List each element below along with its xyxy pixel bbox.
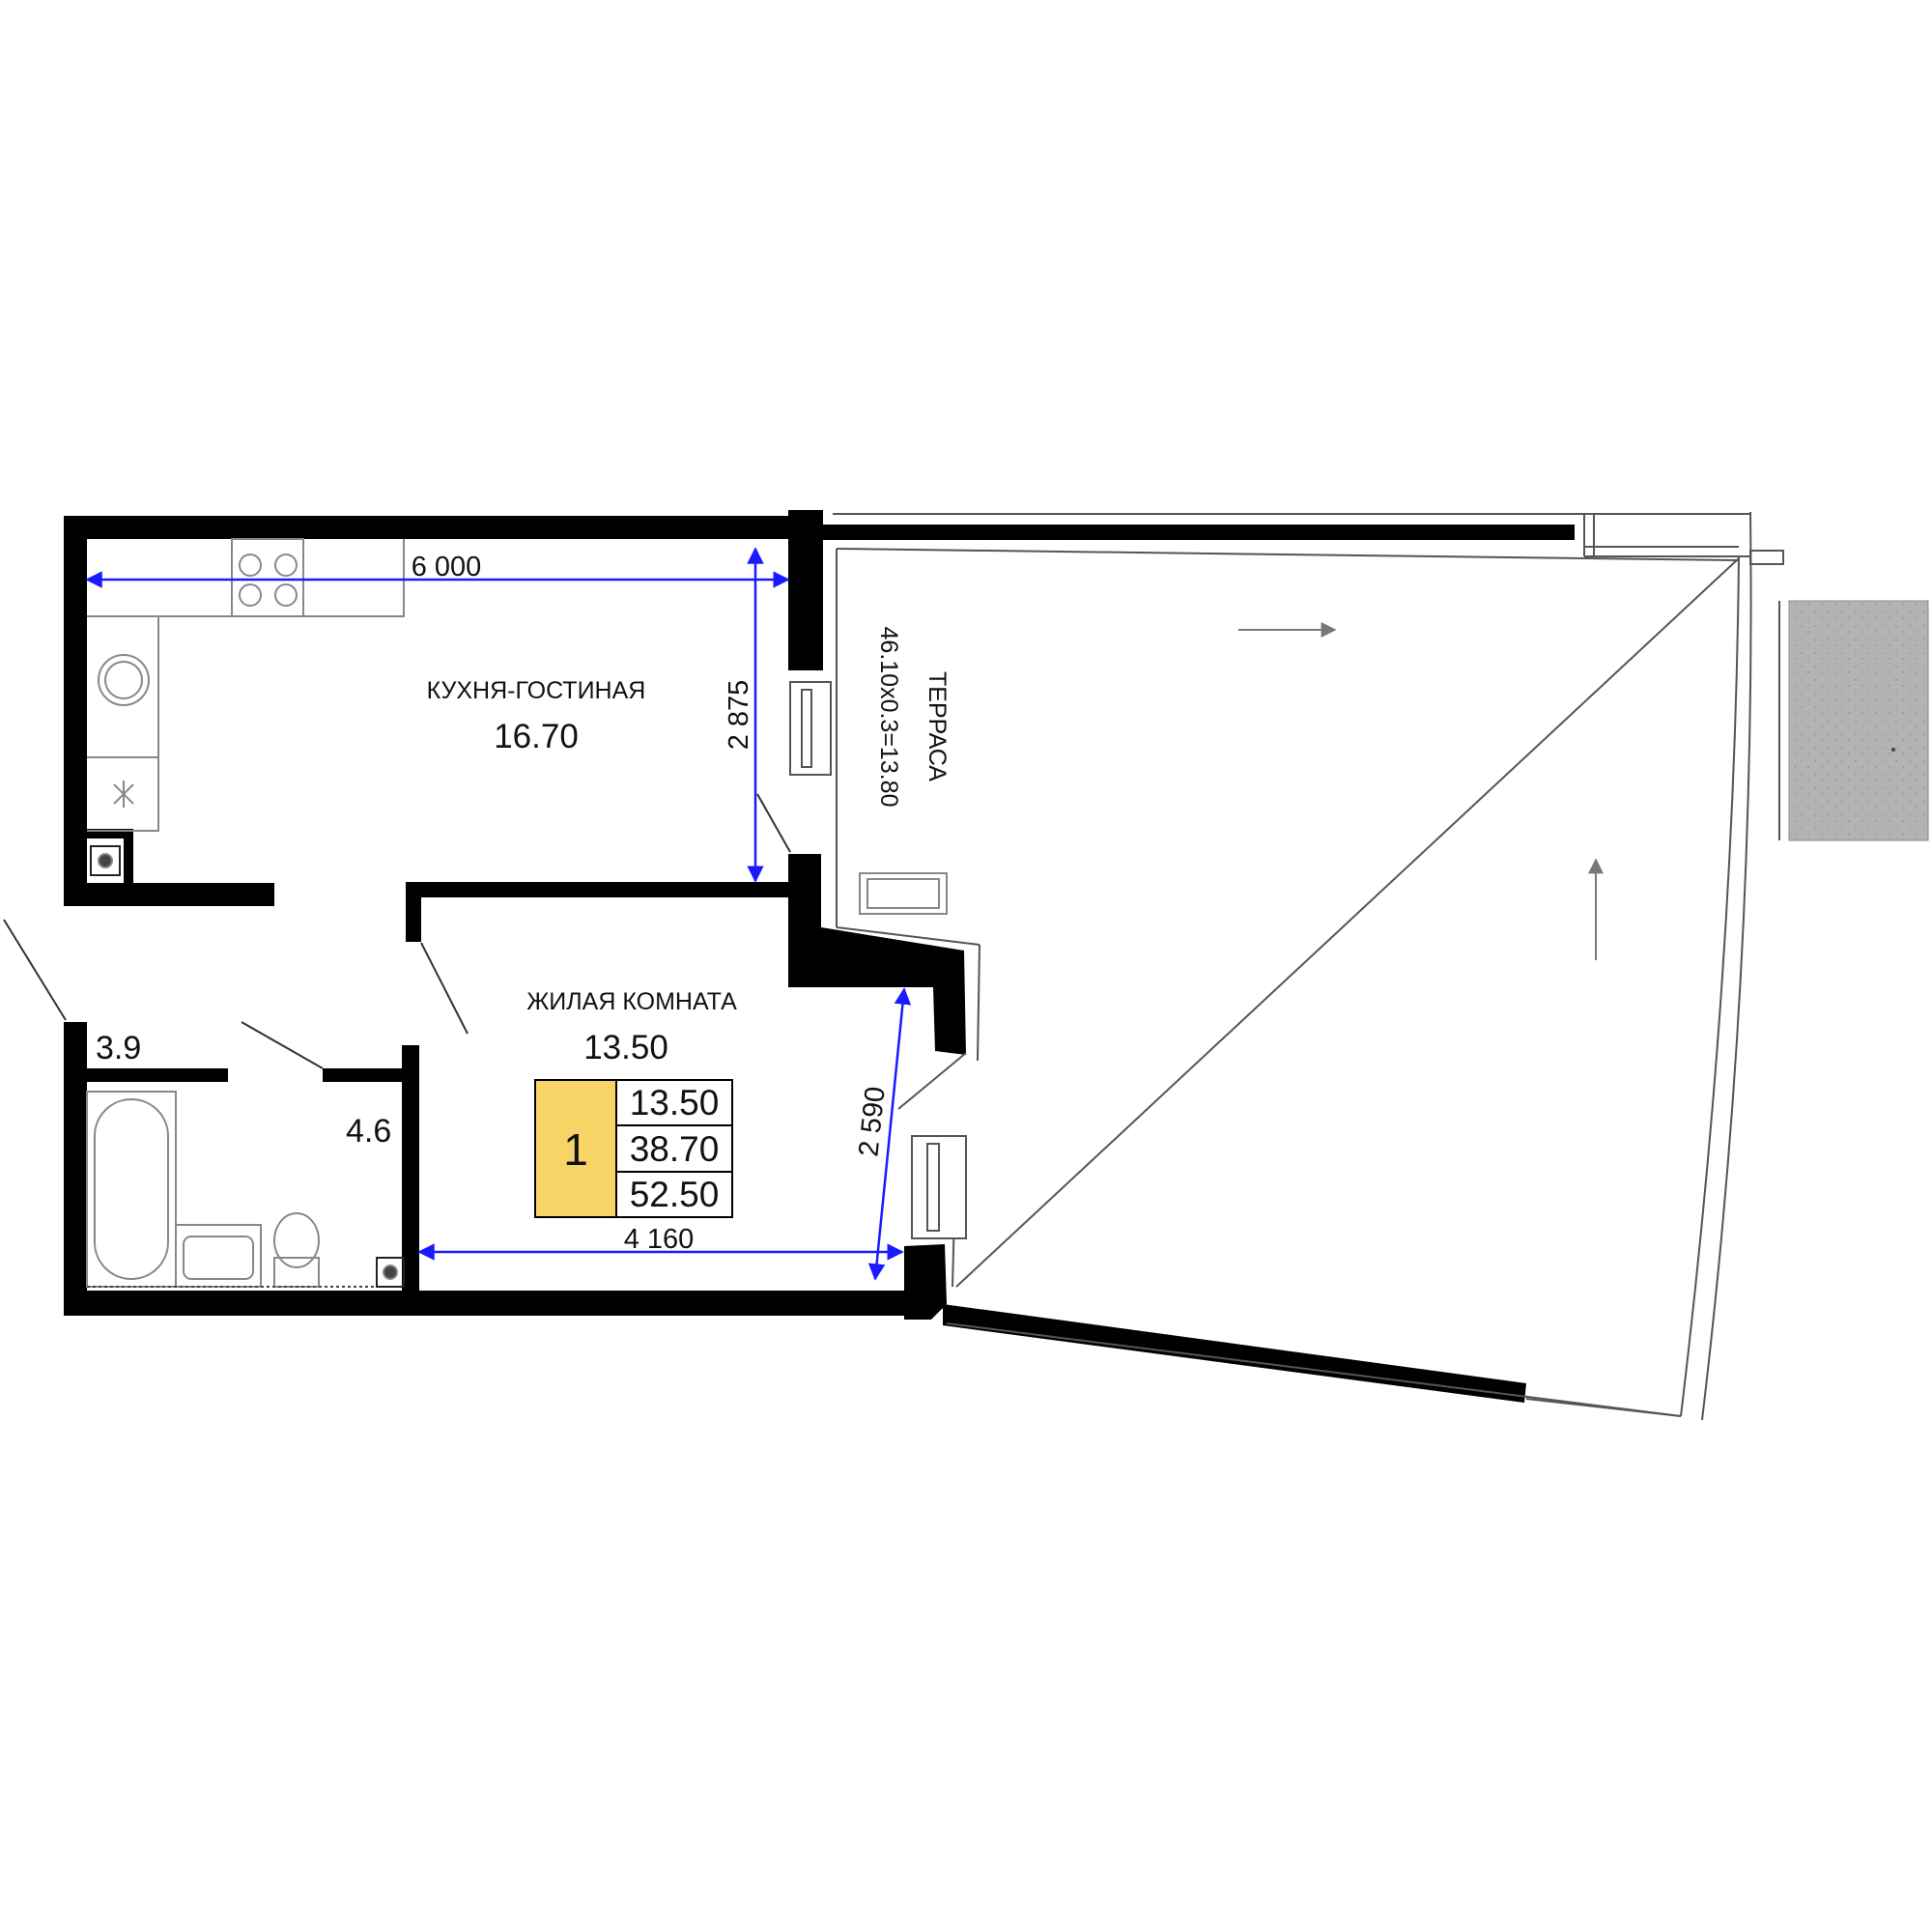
wall-bath-top-left [64,1068,228,1082]
room-area-bathroom: 4.6 [346,1113,391,1150]
windows [789,681,967,1239]
wall-kitchen-bottom [64,883,274,906]
dim-room-depth: 2 590 [853,1085,891,1158]
wall-column-bottom [904,1244,947,1320]
wall-bottom [64,1291,914,1316]
wall-kitchen-top [64,516,822,539]
vent-icon-bath [376,1257,405,1288]
wall-bath-top-right [323,1068,415,1082]
area-legend: 1 13.50 38.70 52.50 [534,1079,733,1218]
dim-kitchen-width: 6 000 [412,552,482,582]
dim-kitchen-depth: 2 875 [724,680,754,751]
washbasin-icon [175,1224,262,1288]
door-swing-kitchen [756,793,791,853]
wall-kitchen-left [64,516,87,906]
wall-kitchen-room [406,882,792,897]
wall-terrace-bottom [943,1304,1526,1403]
legend-living-area: 13.50 [630,1083,720,1122]
terrace-side-hatch [1788,600,1929,841]
room-name-kitchen-living: КУХНЯ-ГОСТИНАЯ [427,677,646,704]
wall-column-top [788,510,823,670]
fridge-icon [113,781,134,808]
bathtub-icon [86,1091,177,1288]
dim-line-room-depth [867,987,912,1281]
legend-terrace-area-cell [615,1171,733,1218]
room-name-terrace: ТЕРРАСА [923,671,951,781]
toilet-icon [273,1212,320,1288]
room-area-living-room: 13.50 [583,1029,668,1066]
room-area-terrace: 46.10х0.3=13.80 [875,627,902,808]
sink-icon [98,654,150,706]
legend-rooms-count: 1 [563,1124,588,1175]
wall-kitchen-vent-side [124,829,133,887]
legend-total-area: 38.70 [630,1129,720,1169]
room-area-kitchen-living: 16.70 [494,718,579,755]
dimension-lines [85,547,912,1281]
legend-area-with-terrace: 52.50 [630,1175,720,1214]
legend-living-area-cell [615,1079,733,1126]
vent-icon [90,845,121,876]
kitchen-counter [87,539,405,832]
door-swing-entrance [3,919,67,1021]
stove-icon [231,538,304,617]
terrace-outline [833,511,1784,1421]
wall-room-door-jamb [406,882,421,942]
wall-column-middle [788,854,966,1055]
dim-room-width: 4 160 [624,1224,695,1255]
legend-total-area-cell [615,1124,733,1173]
wall-bath-left [64,1022,87,1316]
door-swing-room [420,942,469,1035]
legend-rooms-count-cell [534,1079,617,1218]
door-swing-bath [241,1021,324,1069]
wall-bath-room [402,1045,419,1316]
room-name-living-room: ЖИЛАЯ КОМНАТА [526,988,737,1015]
walls [64,510,1575,1403]
wall-kitchen-vent [87,829,133,838]
table-icon [859,872,948,915]
wall-terrace-top [823,525,1575,540]
room-area-hall: 3.9 [96,1030,141,1066]
